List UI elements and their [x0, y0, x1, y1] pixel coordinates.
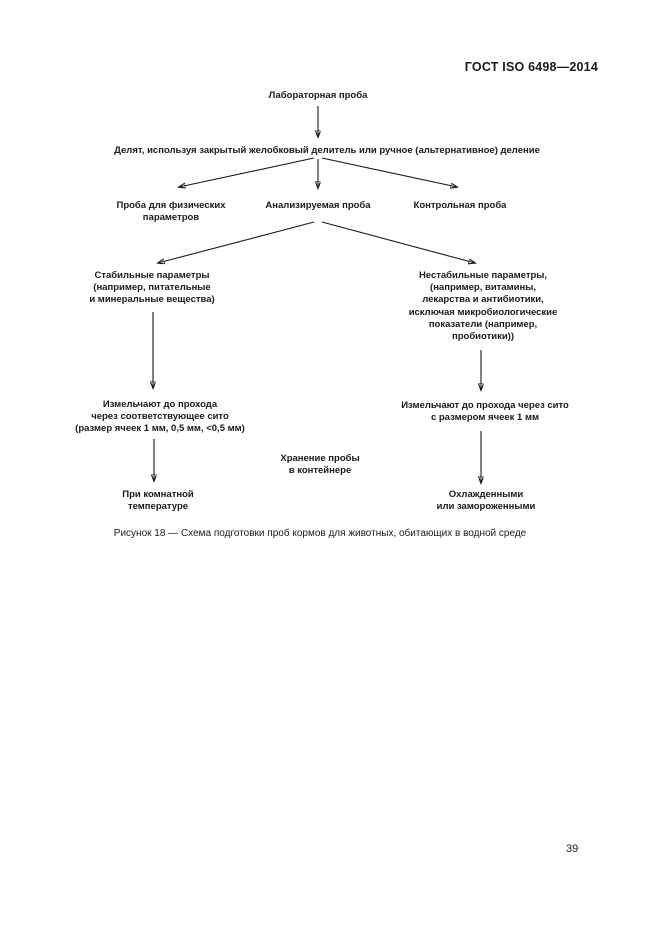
document-number: ГОСТ ISO 6498—2014 — [464, 60, 598, 74]
figure-caption: Рисунок 18 — Схема подготовки проб кормо… — [113, 528, 527, 539]
flow-node-storage-container: Хранение пробы в контейнере — [280, 453, 360, 477]
arrow-analyzed-to-stable — [158, 221, 315, 263]
flow-node-room-temperature: При комнатной температуре — [122, 489, 194, 513]
flow-node-grind-appropriate-sieve: Измельчают до прохода через соответствую… — [75, 399, 245, 435]
flow-node-grind-1mm-sieve: Измельчают до прохода через сито с разме… — [401, 400, 569, 424]
flow-node-cooled-or-frozen: Охлажденными или замороженными — [436, 489, 536, 513]
flow-node-laboratory-sample: Лабораторная проба — [268, 90, 368, 101]
arrow-divide-to-physical — [179, 157, 315, 187]
flow-node-analyzed-sample: Анализируемая проба — [265, 200, 371, 211]
arrow-analyzed-to-unstable — [321, 221, 475, 263]
flow-node-control-sample: Контрольная проба — [413, 200, 507, 211]
flow-node-divide: Делят, используя закрытый желобковый дел… — [114, 145, 540, 156]
arrow-divide-to-control — [321, 157, 457, 187]
flow-node-physical-parameters-sample: Проба для физических параметров — [116, 200, 226, 224]
flow-node-stable-parameters: Стабильные параметры (например, питатель… — [89, 270, 215, 306]
flow-node-unstable-parameters: Нестабильные параметры, (например, витам… — [408, 270, 558, 343]
page-number: 39 — [566, 843, 579, 855]
